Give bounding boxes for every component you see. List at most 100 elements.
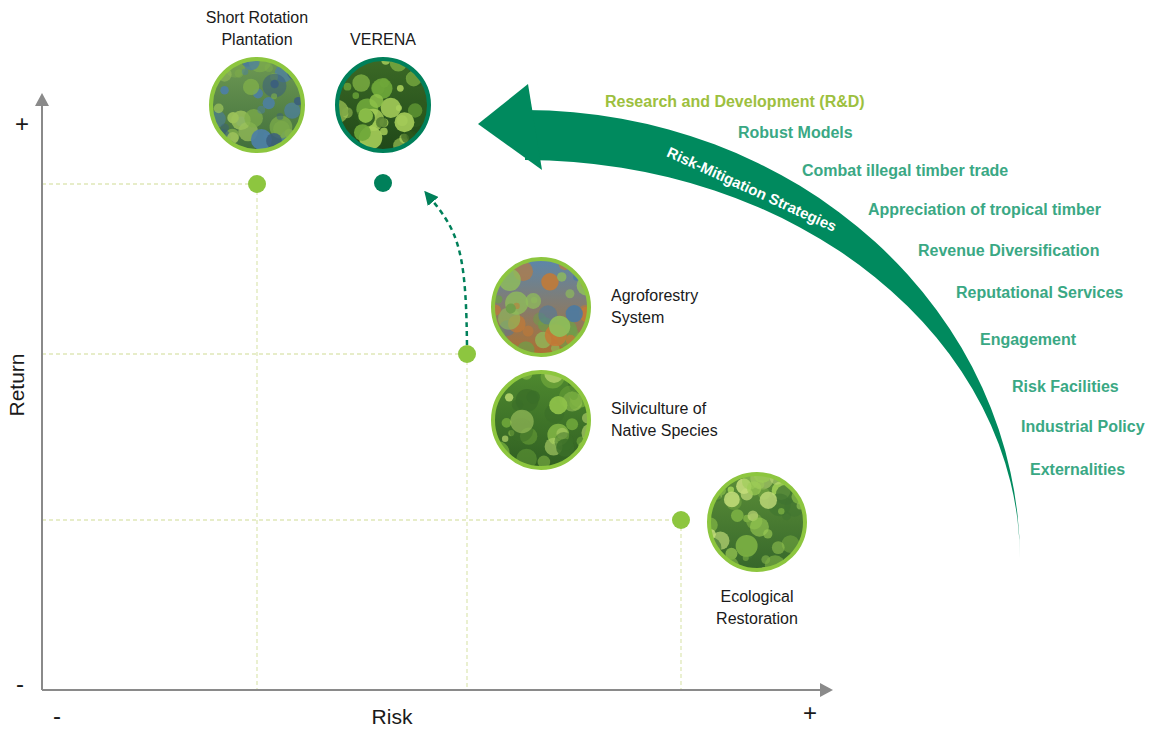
forest-photo [325, 50, 437, 160]
axis-arrowhead [35, 93, 49, 106]
foliage-spot [216, 54, 230, 68]
arrow-body [525, 110, 1020, 560]
grid-lines [42, 184, 681, 690]
foliage-spot [257, 106, 265, 114]
circle-ring [709, 474, 805, 570]
foliage-spot [527, 391, 540, 404]
foliage-spot [352, 92, 359, 99]
foliage-spot [329, 135, 353, 159]
data-dot [458, 345, 476, 363]
axis-sign: + [15, 112, 29, 136]
foliage-spot [750, 518, 769, 537]
foliage-spot [325, 54, 349, 78]
foliage-spot [242, 68, 249, 75]
dashed-arrow [426, 193, 467, 345]
node-label: Silviculture of Native Species [611, 398, 729, 442]
strategy-item: Combat illegal timber trade [802, 163, 1008, 179]
forest-photo [700, 465, 809, 579]
foliage-spot [571, 250, 586, 265]
data-points [248, 174, 690, 529]
foliage-spot [358, 108, 373, 123]
strategy-item: Industrial Policy [1021, 419, 1145, 435]
photo-circle [491, 257, 591, 357]
big-curved-arrow [478, 84, 1020, 560]
axis-sign: - [16, 672, 24, 696]
foliage-spot [577, 249, 600, 272]
foliage-spot [271, 93, 277, 99]
foliage-spot [488, 350, 500, 362]
foliage-spot [510, 410, 533, 433]
arrow-head [478, 84, 542, 170]
forest-photo [486, 362, 600, 479]
strategy-item: Revenue Diversification [918, 243, 1099, 259]
foliage-spot [220, 86, 229, 95]
circle-ring [493, 259, 589, 355]
photo-ground [491, 257, 591, 357]
node-label: Agroforestry System [611, 285, 729, 329]
photo-circle [209, 57, 305, 153]
foliage-spot [497, 372, 503, 378]
data-dot [374, 174, 392, 192]
foliage-spot [505, 393, 513, 401]
foliage-spot [344, 83, 352, 91]
foliage-spot [270, 80, 278, 88]
grid-line [42, 184, 257, 690]
foliage-spot [772, 541, 785, 554]
foliage-spot [583, 365, 597, 379]
foliage-spot [578, 254, 594, 270]
foliage-spot [541, 273, 559, 291]
data-dot [672, 511, 690, 529]
foliage-spot [512, 399, 523, 410]
axis-title: Risk [372, 706, 413, 727]
foliage-spot [724, 491, 740, 507]
foliage-spot [557, 272, 566, 281]
circle-ring [211, 59, 303, 151]
foliage-spot [494, 454, 510, 470]
foliage-spot [585, 453, 595, 463]
foliage-spot [227, 112, 239, 124]
photo-circle [707, 472, 807, 572]
foliage-spot [549, 396, 567, 414]
strategy-item: Appreciation of tropical timber [868, 202, 1101, 218]
foliage-spot [506, 304, 516, 314]
strategy-item: Research and Development (R&D) [605, 94, 865, 110]
foliage-spot [568, 459, 588, 479]
foliage-spot [579, 341, 603, 365]
circle-ring [493, 372, 589, 468]
foliage-spot [415, 50, 437, 72]
foliage-spot [376, 117, 388, 129]
photo-circle-node: Short Rotation Plantation [209, 57, 305, 153]
axis-arrowhead [820, 683, 833, 697]
foliage-spot [566, 418, 578, 430]
foliage-spot [566, 305, 583, 322]
data-dot [248, 175, 266, 193]
circle-ring [337, 59, 429, 151]
node-label: Short Rotation Plantation [192, 7, 322, 51]
photo-circle-node: VERENA [335, 57, 431, 153]
node-label: VERENA [350, 29, 416, 51]
foliage-spot [354, 124, 371, 141]
photo-circle-node: Ecological Restoration [707, 472, 807, 572]
grid-line [42, 354, 467, 690]
forest-photo [209, 50, 305, 160]
forest-photo [482, 249, 602, 364]
foliage-spot [747, 481, 761, 495]
strategy-item: Externalities [1030, 462, 1125, 478]
foliage-spot [502, 436, 508, 442]
strategy-item: Robust Models [738, 125, 853, 141]
photo-circle-node: Agroforestry System [491, 257, 591, 357]
foliage-spot [731, 509, 744, 522]
grid-line [42, 520, 681, 690]
foliage-spot [243, 79, 259, 95]
foliage-spot [287, 141, 294, 148]
foliage-spot [357, 109, 375, 127]
foliage-spot [293, 137, 305, 149]
foliage-spot [289, 143, 304, 158]
foliage-spot [525, 293, 541, 309]
photo-circle [491, 370, 591, 470]
foliage-spot [379, 78, 389, 88]
foliage-spot [549, 316, 570, 337]
foliage-spot [555, 432, 574, 451]
x-axis [42, 689, 821, 691]
node-label: Ecological Restoration [697, 586, 817, 630]
